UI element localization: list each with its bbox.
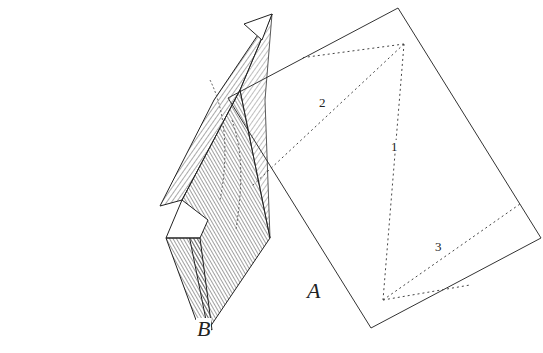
fold-line	[300, 44, 404, 58]
fold-number: 3	[434, 240, 443, 253]
fold-line	[252, 44, 404, 186]
sheet-a	[228, 8, 541, 328]
fold-number: 2	[318, 96, 327, 109]
folded-paper-b	[160, 14, 272, 330]
figure-letter: A	[306, 280, 321, 302]
fold-line	[383, 285, 470, 300]
fold-line	[383, 44, 404, 300]
figure-letter: B	[196, 318, 211, 340]
fold-number: 1	[390, 140, 399, 153]
fold-line	[383, 204, 520, 300]
